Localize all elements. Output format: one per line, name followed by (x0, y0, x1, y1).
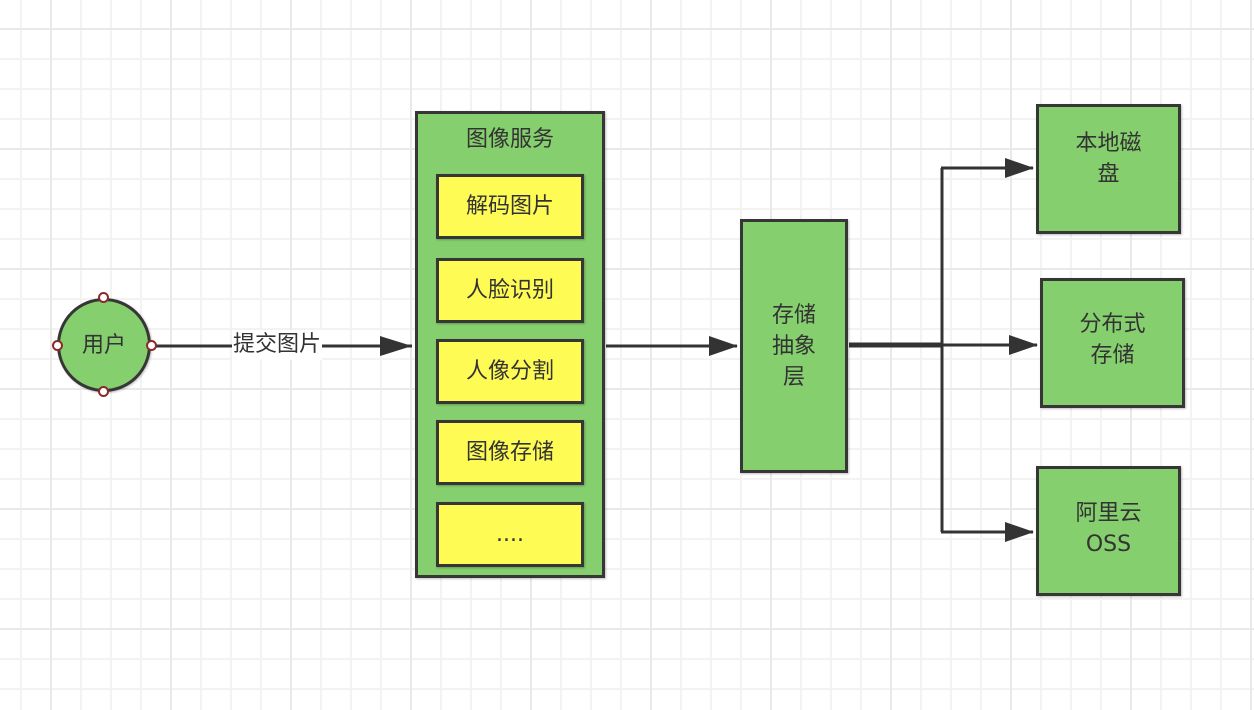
connection-handle-top[interactable] (98, 292, 109, 303)
label-line: 存储 (771, 302, 816, 328)
distributed-storage-node[interactable]: 分布式 存储 (1040, 278, 1185, 408)
connection-handle-left[interactable] (52, 340, 63, 351)
service-item-label: 解码图片 (465, 194, 554, 219)
label-line: OSS (1085, 532, 1132, 557)
image-service-group[interactable]: 图像服务 解码图片 人脸识别 人像分割 图像存储 .... (415, 111, 605, 578)
service-item-portrait-segmentation[interactable]: 人像分割 (436, 339, 584, 404)
service-item-label: 人脸识别 (465, 278, 554, 303)
user-node-label: 用户 (81, 332, 126, 358)
label-line: 存储 (1090, 343, 1135, 368)
service-item-decode-image[interactable]: 解码图片 (436, 174, 584, 239)
label-line: 抽象 (771, 333, 816, 359)
arrowhead-to-aliyun-oss (1005, 522, 1034, 542)
storage-abstraction-label: 存储 抽象 层 (772, 300, 816, 393)
arrowhead-service-to-storage (709, 336, 738, 356)
connection-handle-right[interactable] (146, 340, 157, 351)
arrowhead-user-to-image-service (380, 336, 412, 356)
storage-abstraction-layer-node[interactable]: 存储 抽象 层 (740, 219, 848, 473)
label-line: 层 (782, 364, 805, 390)
arrowhead-to-distributed-storage (1009, 335, 1038, 355)
service-item-label: 人像分割 (465, 359, 554, 384)
service-item-face-recognition[interactable]: 人脸识别 (436, 258, 584, 323)
service-item-label: 图像存储 (465, 440, 554, 465)
edge-label-submit-image: 提交图片 (232, 330, 323, 360)
image-service-title: 图像服务 (465, 127, 554, 152)
local-disk-label: 本地磁 盘 (1075, 128, 1141, 190)
arrowhead-to-local-disk (1005, 158, 1034, 178)
service-item-label: .... (496, 522, 524, 547)
distributed-storage-label: 分布式 存储 (1079, 309, 1145, 371)
connection-handle-bottom[interactable] (98, 386, 109, 397)
aliyun-oss-node[interactable]: 阿里云 OSS (1036, 466, 1181, 596)
service-item-more[interactable]: .... (436, 502, 584, 567)
label-line: 阿里云 (1075, 501, 1142, 526)
service-item-image-storage[interactable]: 图像存储 (436, 420, 584, 485)
aliyun-oss-label: 阿里云 OSS (1075, 498, 1141, 560)
user-node[interactable]: 用户 (57, 298, 151, 392)
label-line: 分布式 (1079, 312, 1146, 337)
label-line: 盘 (1097, 162, 1120, 187)
local-disk-node[interactable]: 本地磁 盘 (1036, 104, 1181, 234)
label-line: 本地磁 (1075, 131, 1142, 156)
